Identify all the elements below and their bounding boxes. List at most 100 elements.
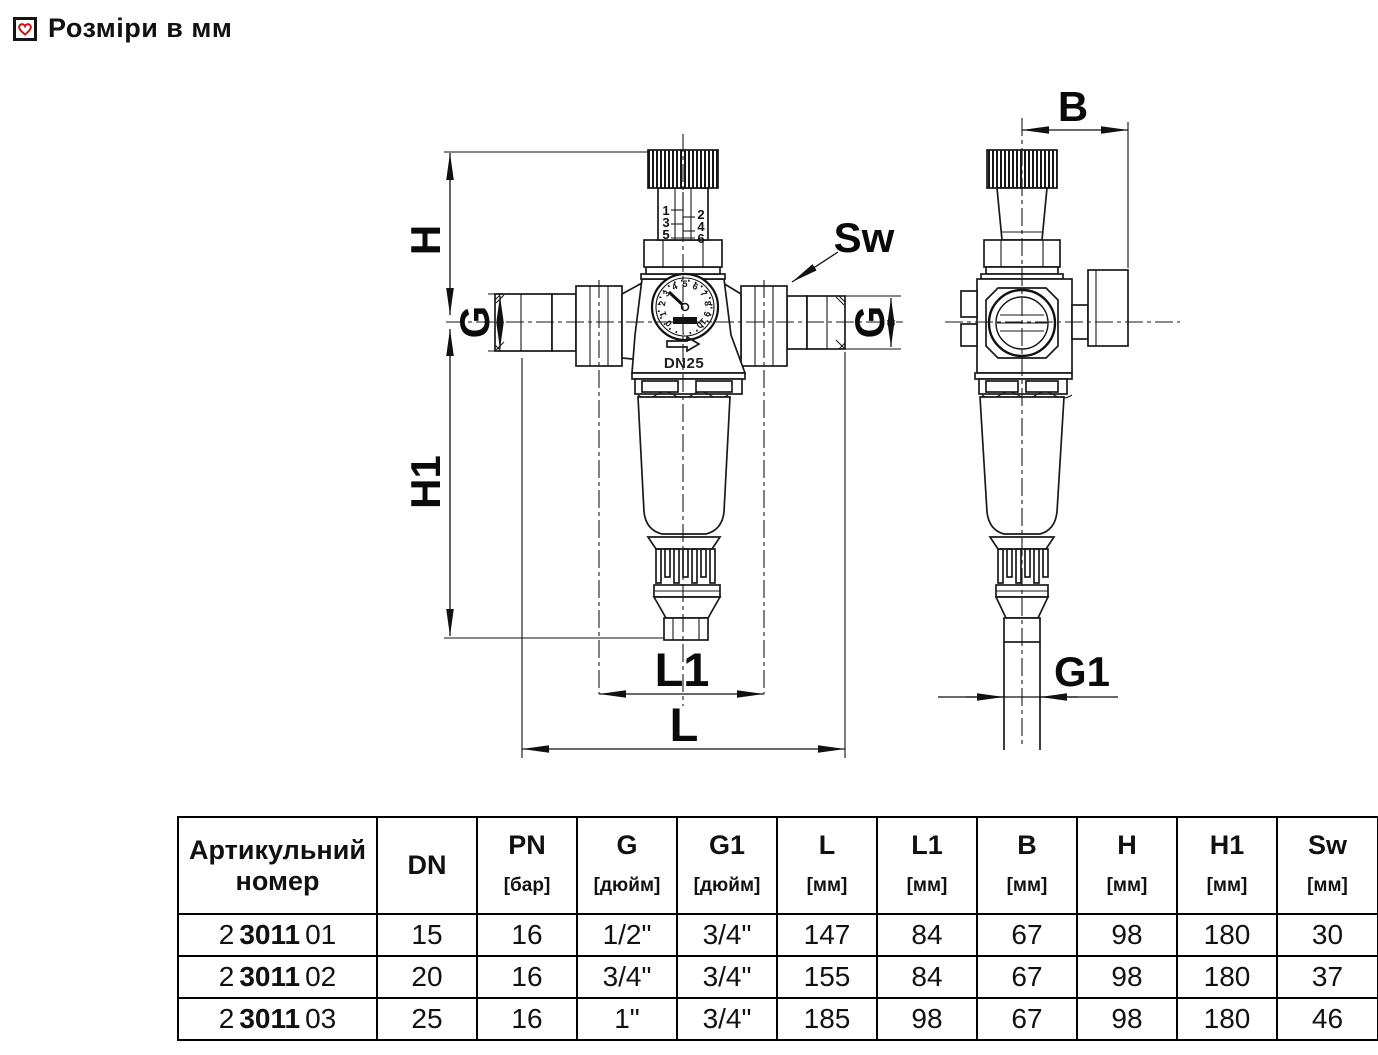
scale-digit: 5 [662,227,669,242]
article-series: 3011 [239,919,301,950]
article-suffix: 03 [305,1003,337,1034]
header-unit: [мм] [1106,875,1148,896]
gauge-digit: 10 [694,316,708,330]
article-prefix: 2 [218,919,235,950]
spec-header-row: Артикульний номер DN PN [бар] G [дюйм] G1 [… [177,816,1378,915]
spec-table: Артикульний номер DN PN [бар] G [дюйм] G1 [… [177,816,1378,1041]
value-cell: 3/4" [676,913,778,957]
header-unit: [мм] [1006,875,1048,896]
gauge-digit: 8 [702,300,713,307]
header-label: G1 [708,830,746,860]
scale-digit: 2 [697,207,704,222]
value-cell: 98 [876,997,978,1041]
value-cell: 155 [776,955,878,999]
value-cell: 185 [776,997,878,1041]
header-unit: [мм] [806,875,848,896]
gauge-digit: 4 [670,281,679,292]
value-cell: 16 [476,997,578,1041]
scale-digit: 6 [697,231,704,246]
value-cell: 98 [1076,913,1178,957]
header-unit: [мм] [906,875,948,896]
header-label: Sw [1307,830,1347,860]
article-series: 3011 [239,1003,301,1034]
value-cell: 98 [1076,955,1178,999]
spec-header-sw: Sw [мм] [1276,816,1378,915]
header-unit: [мм] [1206,875,1248,896]
dim-label-g-inlet: G [451,306,498,339]
header-label: B [1017,830,1037,860]
value-cell: 67 [976,913,1078,957]
gauge-digit: 6 [691,281,700,292]
gauge-digit: 3 [661,289,672,299]
value-cell: 37 [1276,955,1378,999]
dim-label-l1: L1 [655,643,710,696]
article-suffix: 01 [305,919,337,950]
header-label: PN [508,830,546,860]
dimensions-note: Розміри в мм [13,13,232,44]
gauge-digit: 2 [657,300,668,307]
value-cell: 25 [376,997,478,1041]
spec-header-h1: H1 [мм] [1176,816,1278,915]
gauge-digit: 1 [658,310,669,318]
checkbox-icon [13,16,37,41]
spec-header-g1: G1 [дюйм] [676,816,778,915]
dim-label-h1: H1 [402,455,449,509]
header-label: H [1117,830,1137,860]
header-unit: [бар] [503,875,551,896]
article-prefix: 2 [218,1003,235,1034]
spec-header-b: B [мм] [976,816,1078,915]
gauge-digit: 9 [701,310,712,318]
article-series: 3011 [239,961,301,992]
spec-header-article: Артикульний номер [177,816,378,915]
spec-header-pn: PN [бар] [476,816,578,915]
value-cell: 3/4" [676,997,778,1041]
scale-digit: 4 [697,219,705,234]
header-unit: [дюйм] [593,875,661,896]
gauge-digit: 7 [698,289,709,299]
dim-label-l: L [670,698,699,751]
spec-header-l: L [мм] [776,816,878,915]
dim-label-sw: Sw [834,214,895,261]
value-cell: 180 [1176,997,1278,1041]
gauge-brand-plate [673,317,697,324]
value-cell: 1" [576,997,678,1041]
header-unit: [дюйм] [693,875,761,896]
spec-header-g: G [дюйм] [576,816,678,915]
dim-label-h: H [402,225,449,255]
header-unit: [мм] [1307,875,1348,896]
dimensions: H H1 G G Sw L1 L [402,83,1129,758]
header-label: G [616,830,638,860]
heart-icon [18,23,32,36]
front-view: 1 3 5 2 4 6 [494,149,846,641]
header-label: L [818,830,836,860]
value-cell: 84 [876,955,978,999]
front-filter-bowl [631,372,746,641]
value-cell: 20 [376,955,478,999]
value-cell: 147 [776,913,878,957]
value-cell: 180 [1176,913,1278,957]
header-label: H1 [1209,830,1245,860]
spec-table-wrapper: Артикульний номер DN PN [бар] G [дюйм] G1 [… [177,816,1378,1041]
value-cell: 84 [876,913,978,957]
header-label: Артикульний номер [189,834,366,896]
value-cell: 3/4" [576,955,678,999]
dim-label-g-outlet: G [846,306,893,339]
gauge-digit: 0 [663,318,674,329]
article-suffix: 02 [305,961,337,992]
value-cell: 15 [376,913,478,957]
scale-digit: 1 [662,203,669,218]
pressure-scale: 1 3 5 2 4 6 [657,187,709,246]
value-cell: 1/2" [576,913,678,957]
note-text: Розміри в мм [48,13,233,43]
side-body [960,278,1089,374]
header-label: DN [407,850,447,880]
value-cell: 16 [476,955,578,999]
scale-digit: 3 [662,215,669,230]
